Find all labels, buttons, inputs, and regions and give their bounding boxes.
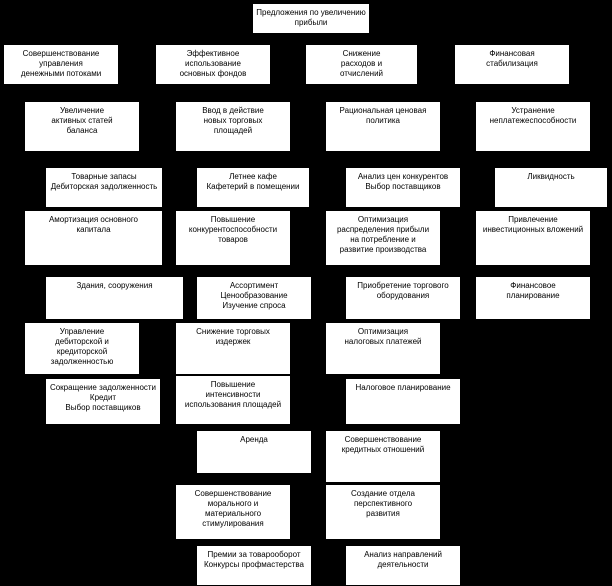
diagram-node-r6c1: Управление дебиторской и кредиторской за… bbox=[24, 322, 140, 375]
diagram-node-r9c3: Создание отдела перспективного развития bbox=[325, 484, 441, 540]
diagram-node-r5c1: Здания, сооружения bbox=[45, 276, 184, 320]
diagram-node-r7c1: Сокращение задолженности Кредит Выбор по… bbox=[45, 378, 161, 425]
diagram-node-r9c2: Совершенствование морального и материаль… bbox=[175, 484, 291, 540]
diagram-node-r3c2: Летнее кафе Кафетерий в помещении bbox=[196, 167, 310, 208]
diagram-node-r3c4: Ликвидность bbox=[494, 167, 608, 208]
diagram-node-r2c3: Рациональная ценовая политика bbox=[325, 101, 441, 152]
diagram-node-r6c2: Снижение торговых издержек bbox=[175, 322, 291, 375]
diagram-node-r10c3: Анализ направлений деятельности bbox=[345, 545, 461, 586]
diagram-node-r7c2: Повышение интенсивности использования пл… bbox=[175, 375, 291, 425]
diagram-node-r1c1: Совершенствование управления денежными п… bbox=[3, 44, 119, 85]
diagram-node-r7c3: Налоговое планирование bbox=[345, 378, 461, 425]
diagram-node-r8c3: Совершенствование кредитных отношений bbox=[325, 430, 441, 483]
diagram-node-r5c3: Приобретение торгового оборудования bbox=[345, 276, 461, 320]
diagram-node-r5c4: Финансовое планирование bbox=[475, 276, 591, 320]
diagram-node-r3c1: Товарные запасы Дебиторская задолженност… bbox=[45, 167, 163, 208]
diagram-node-r4c2: Повышение конкурентоспособности товаров bbox=[175, 210, 291, 266]
diagram-node-r1c4: Финансовая стабилизация bbox=[454, 44, 570, 85]
diagram-node-r8c2: Аренда bbox=[196, 430, 312, 474]
diagram-node-r2c1: Увеличение активных статей баланса bbox=[24, 101, 140, 152]
diagram-node-r2c4: Устранение неплатежеспособности bbox=[475, 101, 591, 152]
diagram-node-r3c3: Анализ цен конкурентов Выбор поставщиков bbox=[345, 167, 461, 208]
diagram-node-r2c2: Ввод в действие новых торговых площадей bbox=[175, 101, 291, 152]
diagram-node-r1c3: Снижение расходов и отчислений bbox=[305, 44, 418, 85]
diagram-node-r5c2: Ассортимент Ценообразование Изучение спр… bbox=[196, 276, 312, 320]
diagram-node-r4c4: Привлечение инвестиционных вложений bbox=[475, 210, 591, 266]
diagram-node-r10c2: Премии за товарооборот Конкурсы профмаст… bbox=[196, 545, 312, 586]
diagram-root-node: Предложения по увеличению прибыли bbox=[252, 3, 370, 34]
diagram-node-r4c1: Амортизация основного капитала bbox=[24, 210, 163, 266]
diagram-node-r4c3: Оптимизация распределения прибыли на пот… bbox=[325, 210, 441, 266]
diagram-node-r6c3: Оптимизация налоговых платежей bbox=[325, 322, 441, 375]
diagram-node-r1c2: Эффективное использование основных фондо… bbox=[155, 44, 271, 85]
